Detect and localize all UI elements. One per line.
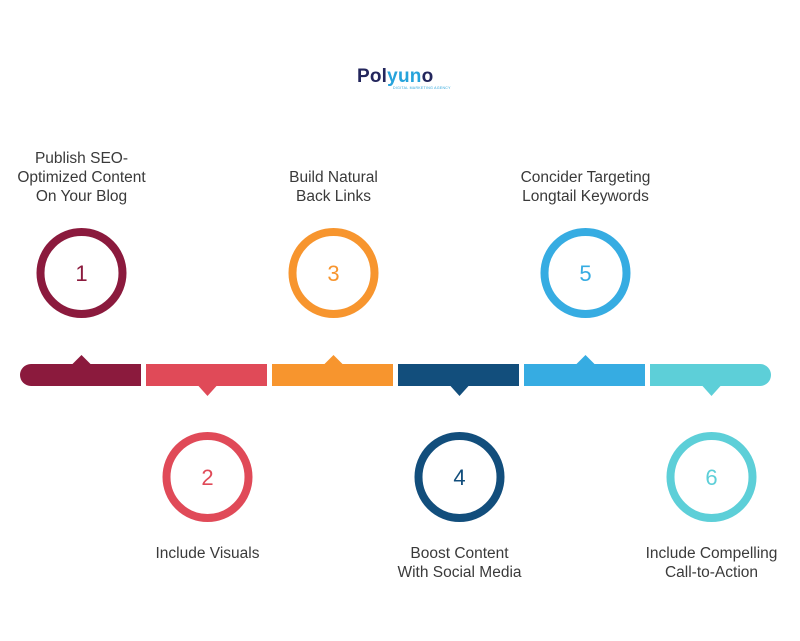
timeline-segment-2 [146, 364, 267, 386]
timeline-segment-4 [398, 364, 519, 386]
step-label-5: Concider Targeting Longtail Keywords [520, 169, 651, 205]
timeline-pointer-4 [450, 386, 469, 396]
step-circle-5 [540, 228, 631, 318]
step-number-4: 4 [453, 465, 465, 490]
timeline-segment-1 [20, 364, 141, 386]
step-circle-4 [414, 432, 505, 522]
timeline-segment-5 [524, 364, 645, 386]
step-label-3: Build Natural Back Links [289, 169, 378, 205]
step-number-6: 6 [705, 465, 717, 490]
step-label-1: Publish SEO- Optimized Content On Your B… [17, 150, 146, 205]
timeline-pointer-5 [576, 355, 595, 364]
step-number-5: 5 [579, 261, 591, 286]
logo-wordmark: Polyuno [357, 66, 434, 87]
step-circle-1 [36, 228, 127, 318]
timeline-pointer-6 [702, 386, 721, 396]
step-number-2: 2 [201, 465, 213, 490]
timeline-pointer-1 [72, 355, 91, 364]
step-label-2: Include Visuals [155, 545, 260, 562]
step-circle-6 [666, 432, 757, 522]
polyuno-logo: Polyuno DIGITAL MARKETING AGENCY [357, 66, 450, 96]
timeline-segment-6 [650, 364, 771, 386]
step-label-4: Boost Content With Social Media [397, 545, 522, 581]
step-number-1: 1 [75, 261, 87, 286]
step-circle-3 [288, 228, 379, 318]
timeline-pointer-2 [198, 386, 217, 396]
step-circle-2 [162, 432, 253, 522]
logo-tagline: DIGITAL MARKETING AGENCY [393, 86, 451, 90]
step-number-3: 3 [327, 261, 339, 286]
timeline-pointer-3 [324, 355, 343, 364]
step-label-6: Include Compelling Call-to-Action [645, 545, 778, 581]
timeline-segment-3 [272, 364, 393, 386]
